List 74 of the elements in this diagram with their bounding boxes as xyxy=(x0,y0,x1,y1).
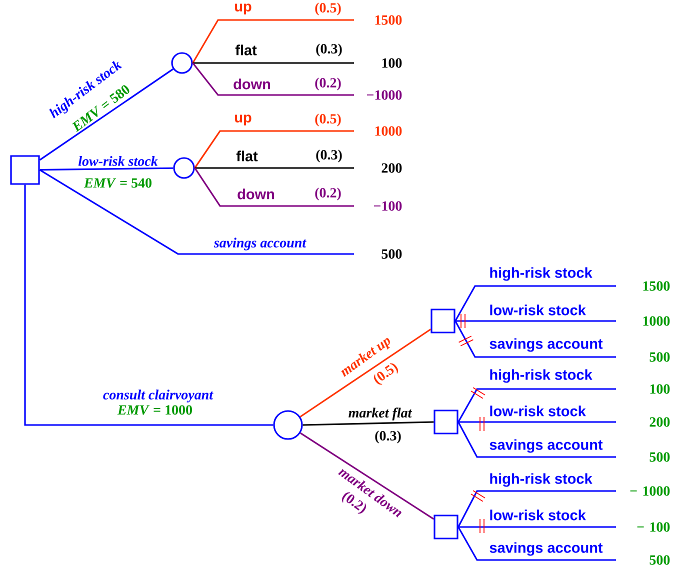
branch-line xyxy=(458,490,616,528)
branch-line xyxy=(300,328,432,418)
branch-line xyxy=(192,62,354,96)
edge-label: flat xyxy=(235,150,259,162)
decision-square xyxy=(434,514,458,540)
branch-note: (0.3) xyxy=(314,148,344,164)
payoff-value: −100 xyxy=(374,201,402,211)
branch-line xyxy=(458,421,616,423)
branch-line xyxy=(300,432,434,520)
edge-label: up xyxy=(233,2,253,16)
payoff-value: 500 xyxy=(650,555,670,565)
payoff-value: 1000 xyxy=(375,126,402,136)
branch-note: (0.5) xyxy=(314,112,342,128)
branch-line xyxy=(458,422,616,458)
payoff-value: 500 xyxy=(650,352,670,362)
edge-label: savings account xyxy=(488,438,604,454)
payoff-value: −1000 xyxy=(366,90,402,100)
branch-note: EMV = 1000 xyxy=(116,404,194,416)
branch-note: (0.5) xyxy=(370,360,402,388)
decision-square xyxy=(434,410,458,434)
decision-square xyxy=(430,308,456,334)
branch-note: (0.3) xyxy=(314,42,344,58)
edge-label: savings account xyxy=(212,236,308,252)
edge-label: high-risk stock xyxy=(488,266,594,282)
edge-label: flat xyxy=(234,44,258,56)
branch-line xyxy=(24,184,274,426)
edge-label: consult clairvoyant xyxy=(102,388,214,404)
edge-label: low-risk stock xyxy=(488,304,587,316)
chance-circle xyxy=(173,157,195,179)
payoff-value: 200 xyxy=(382,163,402,173)
branch-line xyxy=(39,169,354,255)
payoff-value: 500 xyxy=(382,249,402,259)
branch-line xyxy=(194,167,354,169)
edge-label: high-risk stock xyxy=(488,472,594,488)
branch-line xyxy=(194,168,354,207)
payoff-value: 200 xyxy=(650,417,670,427)
edge-label: low-risk stock xyxy=(488,508,587,522)
payoff-value: 1500 xyxy=(643,281,670,291)
branch-line xyxy=(40,167,174,171)
branch-note: (0.2) xyxy=(314,186,342,202)
edge-label: low-risk stock xyxy=(488,404,587,418)
edge-label: down xyxy=(232,78,272,90)
branch-note: (0.5) xyxy=(314,2,342,16)
branch-note: (0.2) xyxy=(314,76,342,92)
edge-label: high-risk stock xyxy=(488,368,594,384)
edge-label: market flat xyxy=(347,406,413,422)
edge-label: up xyxy=(233,114,253,126)
branch-line xyxy=(455,320,616,322)
chance-circle xyxy=(273,410,303,440)
edge-label: down xyxy=(236,188,276,200)
payoff-value: − 100 xyxy=(637,522,670,532)
branch-line xyxy=(458,388,616,422)
branch-note: (0.3) xyxy=(374,430,402,444)
decision-square xyxy=(10,155,40,185)
payoff-value: − 1000 xyxy=(630,486,670,496)
payoff-value: 100 xyxy=(382,58,402,68)
edge-label: savings account xyxy=(488,541,604,557)
branch-line xyxy=(39,68,174,161)
branch-line xyxy=(192,19,354,64)
chance-circle xyxy=(171,52,193,74)
branch-line xyxy=(454,320,616,358)
payoff-value: 100 xyxy=(650,384,670,394)
branch-line xyxy=(458,526,616,561)
payoff-value: 1000 xyxy=(643,316,670,326)
branch-line xyxy=(192,62,354,64)
branch-line xyxy=(194,130,354,168)
payoff-value: 1500 xyxy=(375,15,402,25)
payoff-value: 500 xyxy=(650,452,670,462)
branch-line xyxy=(302,421,434,426)
branch-note: EMV = 540 xyxy=(82,177,154,189)
edge-label: savings account xyxy=(488,337,604,353)
branch-line xyxy=(454,285,616,322)
branch-line xyxy=(458,526,616,528)
edge-label: low-risk stock xyxy=(77,155,159,167)
